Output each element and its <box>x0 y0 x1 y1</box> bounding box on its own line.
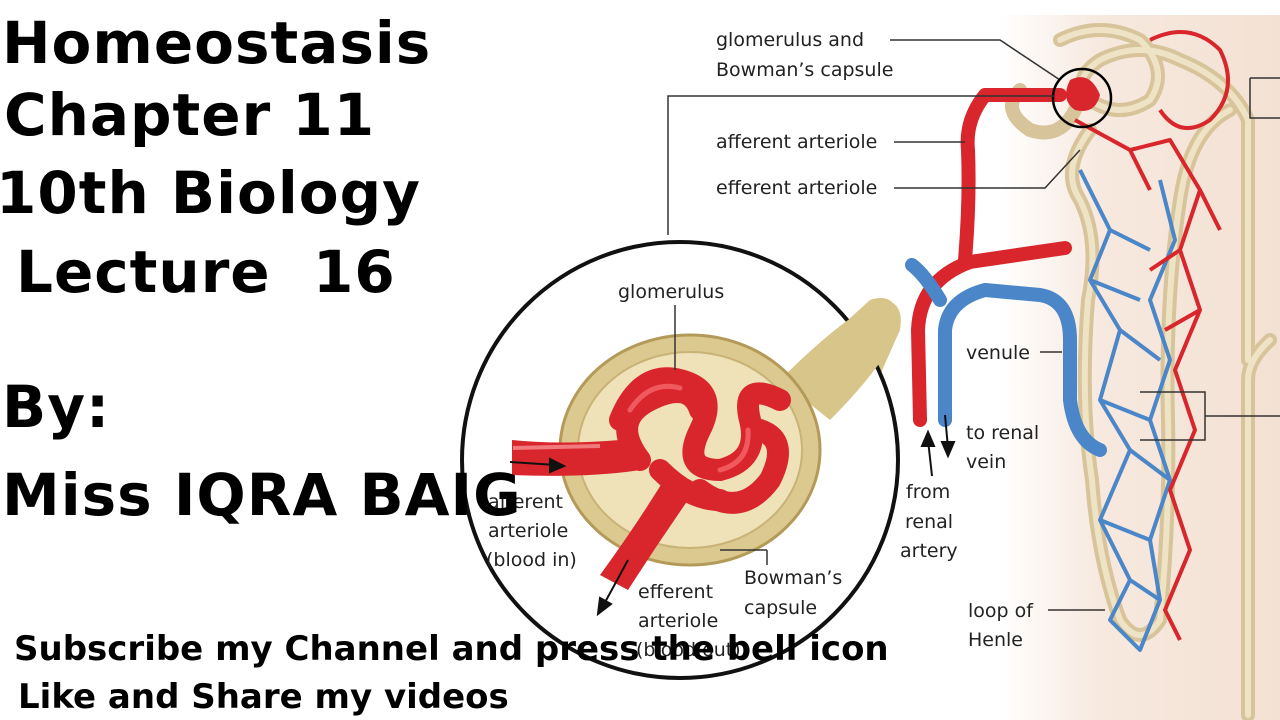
label-efferent-arteriole: efferent arteriole <box>716 177 877 199</box>
label-from-renal-artery-1: from <box>906 481 950 503</box>
magnified-leaders <box>674 305 768 565</box>
footer-subscribe: Subscribe my Channel and press the bell … <box>14 629 889 669</box>
vessel-arrows <box>920 414 956 477</box>
label-loop-henle-1: loop of <box>968 600 1034 622</box>
label-efferent-out-1: efferent <box>638 581 713 603</box>
label-glomerulus-bowman-2: Bowman’s capsule <box>716 59 893 81</box>
label-efferent-out-3: (blood out) <box>636 639 741 661</box>
diagram-labels: glomerulus and Bowman’s capsule afferent… <box>486 29 1039 661</box>
peritubular-veins <box>1078 169 1177 652</box>
title-by: By: <box>2 373 111 441</box>
label-glomerulus-bowman: glomerulus and <box>716 29 864 51</box>
label-loop-henle-2: Henle <box>968 629 1023 651</box>
label-from-renal-artery-2: renal <box>905 511 953 533</box>
label-bowmans-1: Bowman’s <box>744 567 842 589</box>
nephron-leaders <box>667 39 1280 611</box>
label-efferent-out-2: arteriole <box>638 610 718 632</box>
title-subject: 10th Biology <box>0 159 421 227</box>
title-author: Miss IQRA BAIG <box>2 461 522 529</box>
footer-like-share: Like and Share my videos <box>18 677 509 717</box>
label-to-renal-vein-2: vein <box>966 451 1006 473</box>
efferent-vessel <box>600 470 695 590</box>
label-venule: venule <box>966 342 1030 364</box>
label-afferent-in-2: arteriole <box>488 520 568 542</box>
label-afferent-arteriole: afferent arteriole <box>716 131 877 153</box>
label-afferent-in-3: (blood in) <box>486 549 577 571</box>
magnified-view <box>460 240 901 680</box>
title-chapter: Chapter 11 <box>4 81 376 149</box>
glomerulus-highlights <box>627 383 751 473</box>
magnified-arrows <box>509 457 629 617</box>
label-bowmans-2: capsule <box>744 597 817 619</box>
label-glomerulus: glomerulus <box>618 281 724 303</box>
peritubular-arteries <box>1074 30 1230 641</box>
label-afferent-in-1: afferent <box>488 491 563 513</box>
label-from-renal-artery-3: artery <box>900 540 958 562</box>
small-glomerulus <box>1066 77 1100 111</box>
title-lecture: Lecture 16 <box>16 238 396 306</box>
nephron-background <box>1000 15 1280 720</box>
renal-vein <box>905 258 1107 457</box>
label-to-renal-vein-1: to renal <box>966 422 1039 444</box>
title-homeostasis: Homeostasis <box>2 9 432 77</box>
